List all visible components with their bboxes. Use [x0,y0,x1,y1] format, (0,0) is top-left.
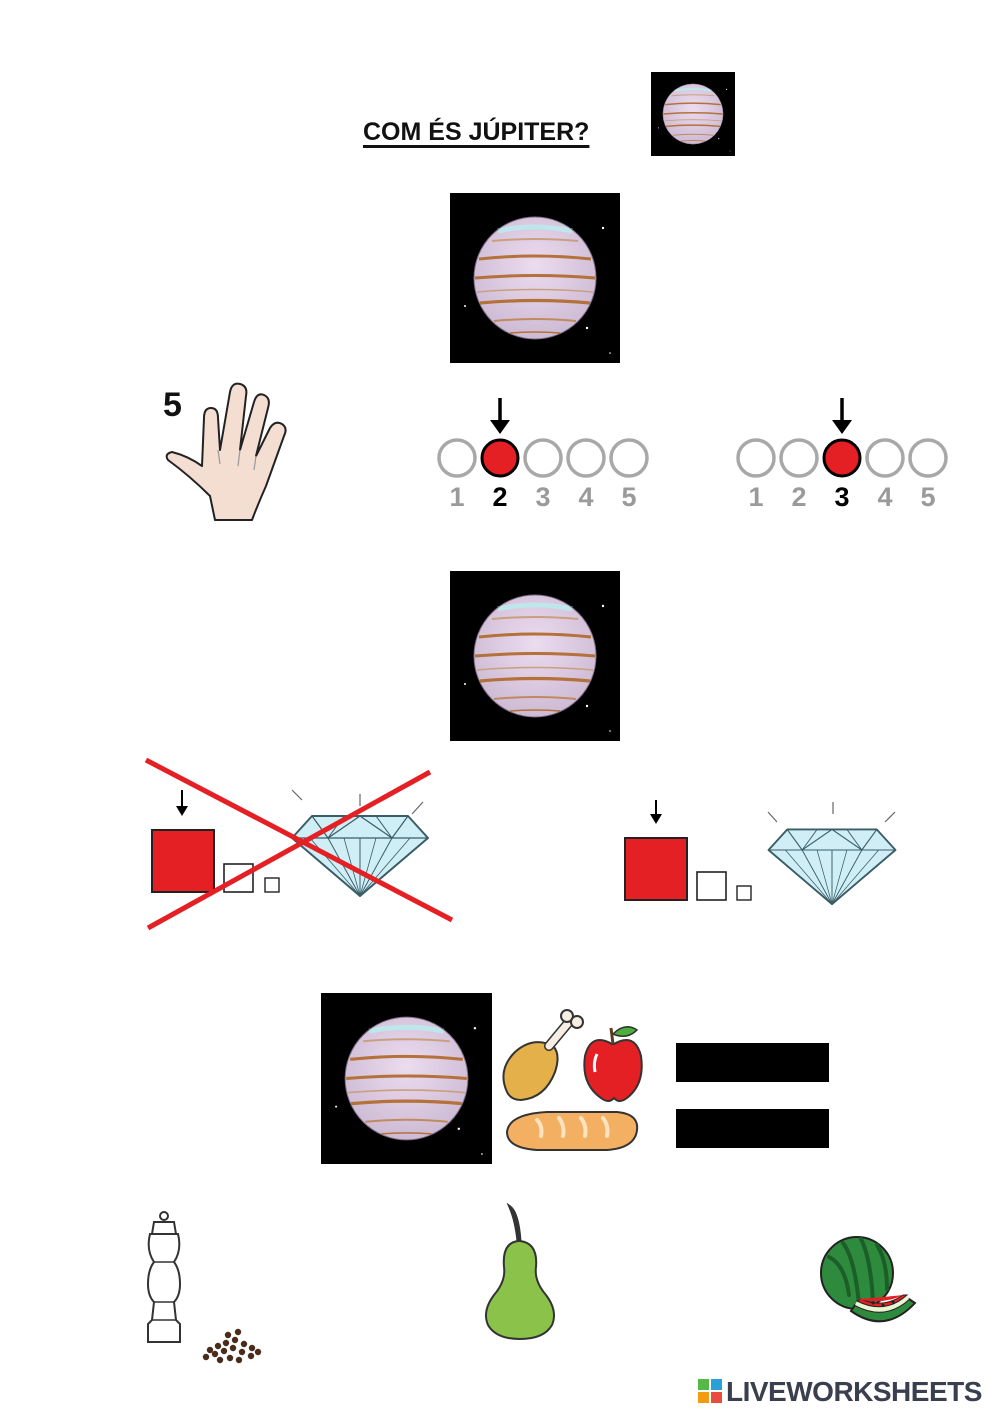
scale-number: 3 [535,482,550,512]
arrow-down-icon [650,800,662,824]
scale-circle [437,438,477,478]
watermelon-icon [820,1236,917,1323]
hand-icon [165,382,287,521]
crossed-option [140,757,460,933]
scale-circle [566,438,606,478]
jupiter-icon [450,571,620,741]
red-square-icon [624,837,688,901]
scale-circle [822,438,862,478]
scale-circle [779,438,819,478]
correct-option [610,790,910,920]
scale-circle [523,438,563,478]
arrow-down-icon [490,398,510,434]
jupiter-icon [321,993,492,1164]
food-icon [502,1009,643,1151]
scale-number: 3 [834,482,849,512]
brand-logo: LIVEWORKSHEETS [698,1376,994,1408]
cross-line [144,757,454,923]
scale-number: 5 [920,482,935,512]
arrow-down-icon [176,790,188,816]
scale-circle [865,438,905,478]
scale-circle [908,438,948,478]
cross-line [146,769,432,931]
pepper-mill-icon [146,1211,262,1364]
hand-number: 5 [163,386,182,424]
page-title: COM ÉS JÚPITER? [363,118,590,146]
scale-number: 2 [492,482,507,512]
jupiter-icon [450,193,620,363]
diamond-icon [767,828,897,906]
scale-number: 4 [578,482,593,512]
diamond-icon [291,815,429,897]
scale-number: 1 [449,482,464,512]
answer-blank-1[interactable] [676,1043,829,1082]
answer-blank-2[interactable] [676,1109,829,1148]
scale-number: 2 [791,482,806,512]
scale-number: 1 [748,482,763,512]
scale-circle [736,438,776,478]
red-square-icon [151,829,215,893]
pear-icon [485,1203,555,1341]
scale-number: 5 [621,482,636,512]
arrow-down-icon [832,398,852,434]
brand-name: LIVEWORKSHEETS [726,1376,982,1407]
scale-circle [609,438,649,478]
scale-circle [480,438,520,478]
jupiter-icon [651,72,735,156]
liveworksheets-logo-icon [698,1379,722,1403]
scale-number: 4 [877,482,892,512]
